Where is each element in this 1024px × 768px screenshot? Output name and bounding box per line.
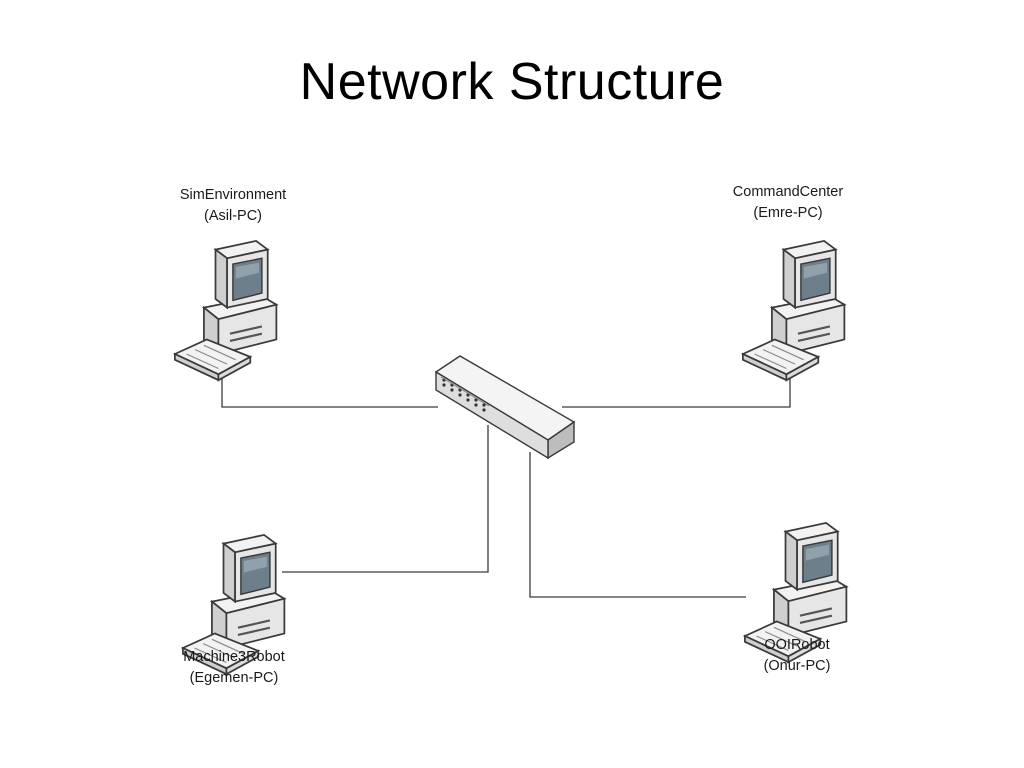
node-ooirobot: OOIRobot (Onur-PC)	[764, 637, 831, 674]
node-host-label: (Egemen-PC)	[190, 670, 279, 686]
connection-lines	[221, 335, 791, 598]
link-ooirobot	[529, 452, 746, 598]
node-role-label: SimEnvironment	[180, 187, 286, 203]
node-role-label: Machine3Robot	[183, 649, 285, 665]
link-commandcenter	[562, 335, 791, 408]
desktop-computer-icon	[741, 239, 846, 382]
node-host-label: (Onur-PC)	[764, 658, 831, 674]
node-role-label: CommandCenter	[733, 184, 844, 200]
node-commandcenter: CommandCenter (Emre-PC)	[733, 184, 844, 221]
node-machine3robot: Machine3Robot (Egemen-PC)	[183, 649, 285, 686]
slide-title: Network Structure	[299, 53, 725, 111]
network-switch-icon	[434, 355, 576, 460]
node-host-label: (Emre-PC)	[753, 205, 822, 221]
node-host-label: (Asil-PC)	[204, 208, 262, 224]
desktop-computer-icon	[173, 239, 278, 382]
node-role-label: OOIRobot	[764, 637, 829, 653]
node-simenvironment: SimEnvironment (Asil-PC)	[180, 187, 286, 224]
link-machine3robot	[282, 425, 489, 573]
